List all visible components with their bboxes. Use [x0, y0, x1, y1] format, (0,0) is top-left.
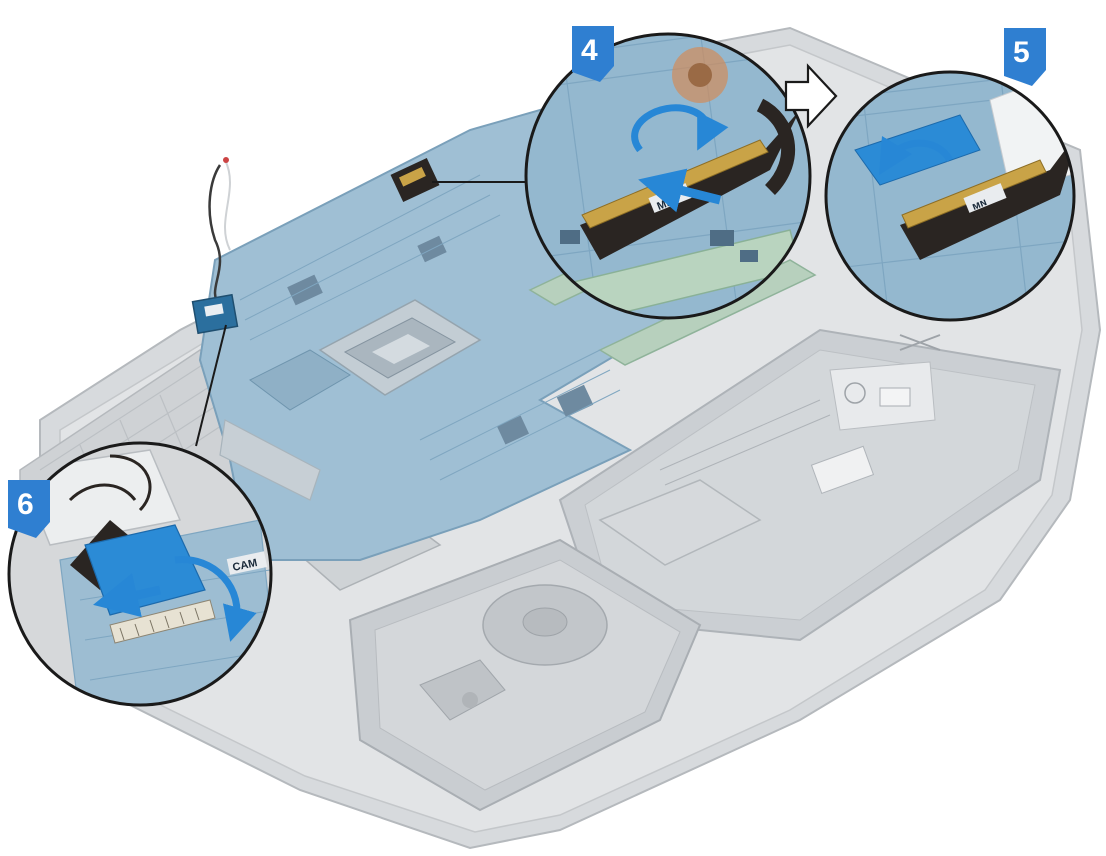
heatsink — [219, 419, 321, 501]
rotate-arrow-icon — [631, 104, 729, 153]
callout-5: ᴍɴ 5 — [824, 28, 1076, 322]
step-badge-6 — [8, 480, 50, 538]
push-arrow-icon — [638, 168, 722, 213]
outline-right-arrow-icon — [784, 63, 838, 129]
cable-assembly — [191, 157, 239, 335]
connector-5-label: ᴍɴ — [970, 196, 988, 213]
step-number-6: 6 — [17, 488, 34, 521]
step-number-5: 5 — [1013, 36, 1030, 69]
callout-6: CAM 6 — [7, 441, 273, 707]
step-badge-4 — [572, 26, 614, 82]
step-number-4: 4 — [581, 34, 598, 67]
callout-4: Mᴇ 4 — [524, 26, 812, 320]
leader-line-6 — [195, 324, 227, 447]
push-arrow-icon-6 — [93, 573, 161, 618]
rotate-arrow-icon-6 — [174, 556, 257, 642]
hard-drive — [348, 538, 702, 812]
connector-6-label: CAM — [231, 557, 258, 574]
rotate-arrow-icon-5 — [878, 135, 953, 175]
connector-4-location — [390, 157, 440, 203]
battery — [558, 328, 1062, 642]
step-badge-5 — [1004, 28, 1046, 86]
